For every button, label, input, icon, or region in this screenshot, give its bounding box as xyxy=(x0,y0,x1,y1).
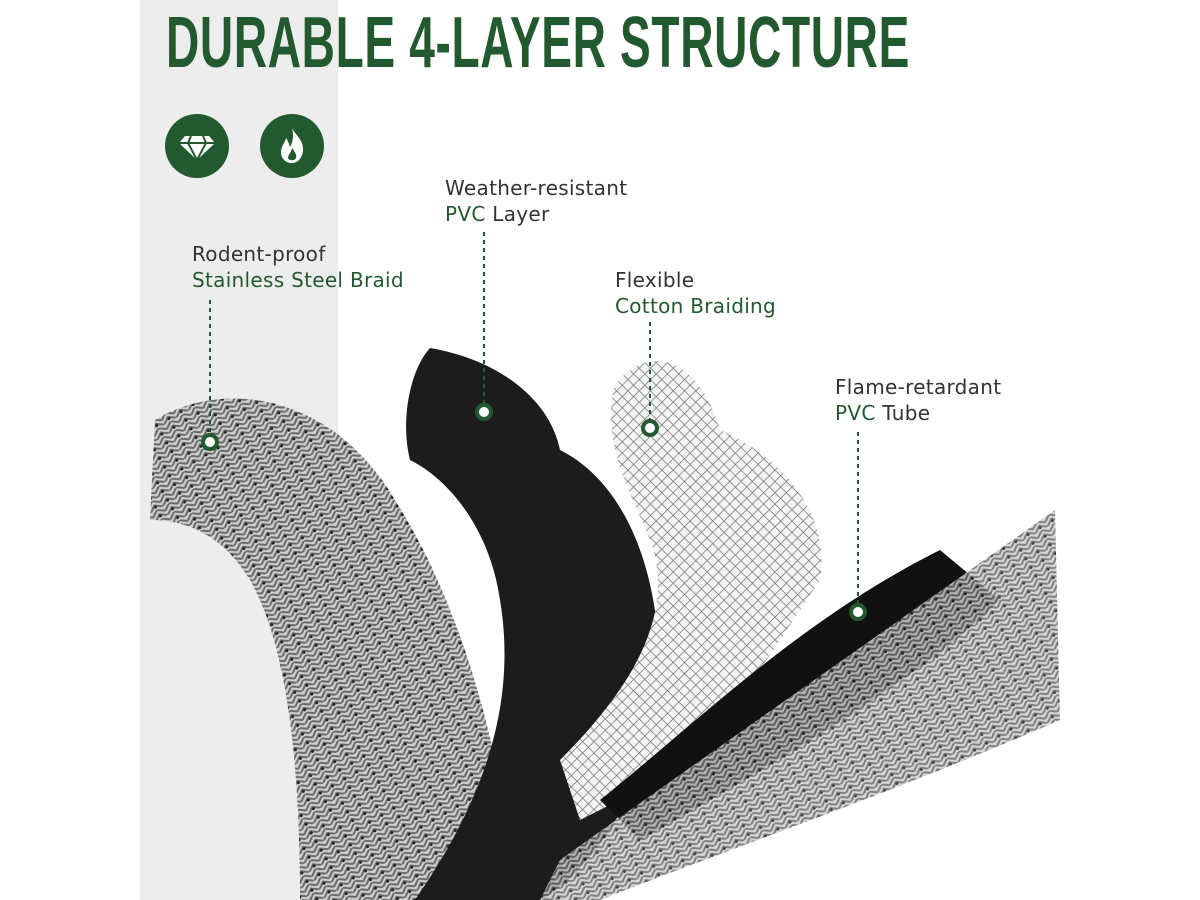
steel-braid-layer xyxy=(150,398,520,900)
callout-rest: Layer xyxy=(485,202,550,226)
flame-icon xyxy=(260,114,324,178)
callout-line1: Rodent-proof xyxy=(192,242,326,266)
callout-dots xyxy=(201,403,867,621)
callout-rest: Tube xyxy=(875,401,931,425)
outer-braid-tube xyxy=(540,510,1060,900)
callout-accent: PVC xyxy=(835,401,876,425)
diamond-icon xyxy=(165,114,229,178)
callout-line1: Flexible xyxy=(615,268,695,292)
callout-accent: PVC xyxy=(445,202,486,226)
callout-steel-braid: Rodent-proof Stainless Steel Braid xyxy=(192,241,404,293)
cotton-braiding-layer xyxy=(560,360,822,820)
background xyxy=(0,0,140,900)
callout-line2: Cotton Braiding xyxy=(615,294,777,318)
leader-lines xyxy=(209,232,859,610)
callout-line1: Weather-resistant xyxy=(445,176,628,200)
callout-line2: Stainless Steel Braid xyxy=(192,268,404,292)
callout-line1: Flame-retardant xyxy=(835,375,1002,399)
callout-pvc-layer: Weather-resistant PVC Layer xyxy=(445,175,627,227)
page-title: DURABLE 4-LAYER STRUCTURE xyxy=(166,3,910,83)
callout-cotton-braiding: Flexible Cotton Braiding xyxy=(615,267,776,319)
callout-pvc-tube: Flame-retardant PVC Tube xyxy=(835,374,1001,426)
